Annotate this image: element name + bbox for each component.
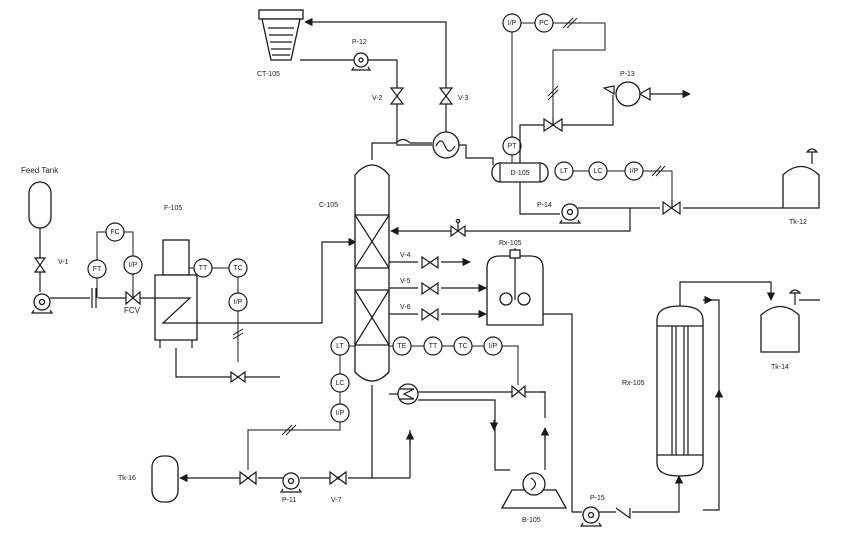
pc-bubble[interactable]: PC [534,13,554,33]
te-bubble[interactable]: TE [392,336,412,356]
tt-c-text: TT [429,343,438,350]
p11-label: P-11 [282,497,296,504]
column-c105[interactable] [354,164,390,382]
ip-f-text: I/P [234,299,243,306]
pt-text: PT [508,143,518,150]
ip-feed-text: I/P [129,262,138,269]
rx105-top-label: Rx-105 [499,240,522,247]
ct105-label: CT-105 [257,71,280,78]
reboiler-valve[interactable] [511,384,526,399]
condenser[interactable] [432,131,460,159]
valve-fcv[interactable] [125,290,141,306]
tc-column-bubble[interactable]: TC [453,336,473,356]
boiler-b105[interactable] [500,472,568,509]
tk14-label: Tk-14 [771,364,789,371]
pump-p14[interactable] [558,203,582,224]
lt-c-text: LT [336,343,344,350]
rx105-right-label: Rx-105 [622,380,645,387]
v1-label: V-1 [58,259,69,266]
feed-pump[interactable] [30,293,54,314]
fcv-label: FCV [124,306,141,315]
bottoms-control-valve[interactable] [239,470,257,486]
p15-label: P-15 [590,495,605,502]
furnace-f105[interactable] [154,239,198,348]
ip-te-text: I/P [489,343,498,350]
pt-bubble[interactable]: PT [502,136,522,156]
fc-bubble[interactable]: FC [105,222,125,242]
tt-f-text: TT [199,265,208,272]
lc-d-text: LC [594,168,603,175]
pump-p11[interactable] [279,472,303,493]
pump-p13[interactable] [602,81,651,107]
ft-bubble[interactable]: FT [87,259,107,279]
p12-label: P-12 [352,39,367,46]
v2-label: V-2 [372,95,383,102]
ip-furnace-bubble[interactable]: I/P [228,292,248,312]
p13-label: P-13 [620,71,635,78]
pump-p15[interactable] [579,506,603,527]
pump-p12[interactable] [350,52,372,71]
lc-drum-bubble[interactable]: LC [588,161,608,181]
valve-v2[interactable] [389,87,405,105]
tk12-label: Tk-12 [789,219,807,226]
ip-feed-bubble[interactable]: I/P [123,255,143,275]
p14-label: P-14 [537,202,552,209]
tank-tk12[interactable] [782,148,820,209]
lt-d-text: LT [560,168,568,175]
tc-f-text: TC [233,265,242,272]
b105-label: B-105 [522,517,541,524]
fuel-valve[interactable] [230,370,246,384]
pressure-valve[interactable] [543,117,563,133]
tk16-label: Tk-16 [118,475,136,482]
fc-text: FC [110,229,119,236]
cooling-tower-ct105[interactable] [258,9,304,61]
reactor-rx105-tubular[interactable] [656,305,704,477]
valve-v5[interactable] [421,281,439,296]
ip-c-text: I/P [336,410,345,417]
valve-v4[interactable] [421,255,439,270]
d105-label: D-105 [510,170,529,177]
valve-v6[interactable] [421,307,439,322]
v4-label: V-4 [400,252,411,259]
ip-top-bubble[interactable]: I/P [502,13,522,33]
ip-d-text: I/P [630,168,639,175]
v5-label: V-5 [400,278,411,285]
v6-label: V-6 [400,304,411,311]
c105-label: C-105 [319,202,338,209]
ft-text: FT [93,266,102,273]
reboiler[interactable] [397,383,419,405]
tank-tk14[interactable] [760,289,820,353]
tt-furnace-bubble[interactable]: TT [193,258,213,278]
tank-tk16[interactable] [151,455,179,503]
pc-text: PC [539,20,549,27]
valve-v1[interactable] [33,257,47,273]
feed-tank[interactable] [28,181,52,229]
valve-v7[interactable] [329,470,347,486]
v7-label: V-7 [331,497,342,504]
f105-label: F-105 [164,205,182,212]
tt-column-bubble[interactable]: TT [423,336,443,356]
tc-c-text: TC [458,343,467,350]
lc-column-bubble[interactable]: LC [330,373,350,393]
ip-drum-bubble[interactable]: I/P [624,161,644,181]
level-valve[interactable] [662,200,681,216]
tc-furnace-bubble[interactable]: TC [228,258,248,278]
reflux-valve[interactable] [450,218,466,238]
ip-column-bubble[interactable]: I/P [330,403,350,423]
reactor-rx105-stirred[interactable] [486,248,544,326]
lt-column-bubble[interactable]: LT [330,336,350,356]
ip-top-text: I/P [508,20,517,27]
feed-tank-label: Feed Tank [21,166,59,175]
valve-v3[interactable] [438,87,454,105]
v3-label: V-3 [458,95,469,102]
ip-te-bubble[interactable]: I/P [483,336,503,356]
lt-drum-bubble[interactable]: LT [554,161,574,181]
te-text: TE [398,343,407,350]
lc-c-text: LC [336,380,345,387]
